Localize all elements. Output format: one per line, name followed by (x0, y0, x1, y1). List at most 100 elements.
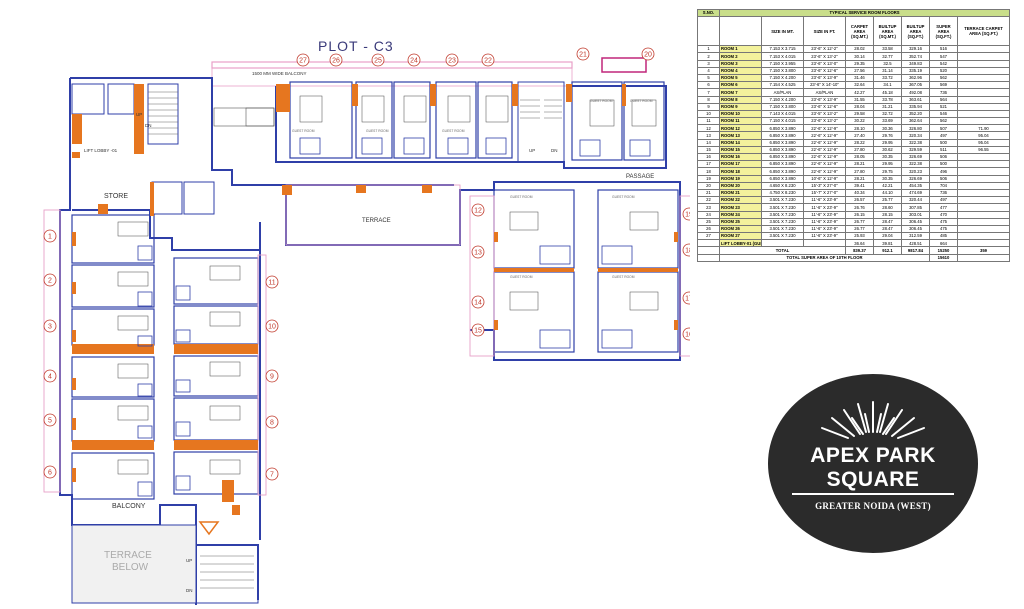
guest-room-label: GUEST ROOM (612, 195, 635, 199)
table-cell: 477 (929, 203, 958, 212)
table-cell: 736 (929, 188, 958, 198)
table-cell: 562 (929, 117, 958, 126)
table-cell: 26.15 (845, 210, 874, 219)
table-cell: 8 (697, 95, 720, 104)
sno-header: S.NO. (697, 8, 720, 18)
table-cell: ROOM 20 (719, 181, 762, 190)
table-cell: 44.10 (873, 188, 902, 198)
table-cell (957, 224, 1010, 234)
table-cell: ROOM 9 (719, 102, 762, 111)
table-cell: 25.93 (845, 232, 874, 241)
table-cell: 11'-6" X 23'-9" (803, 232, 846, 241)
table-cell (957, 181, 1010, 190)
guest-room-label: GUEST ROOM (612, 275, 635, 279)
room-num-24: 24 (410, 58, 418, 65)
table-cell: ROOM 21 (719, 188, 762, 198)
table-cell: 27.56 (845, 66, 874, 75)
table-cell: 2 (697, 52, 720, 61)
table-cell: 28.47 (873, 224, 902, 234)
table-cell: 28.21 (845, 160, 874, 169)
table-cell: 454.35 (901, 181, 930, 190)
table-cell: 546 (929, 109, 958, 119)
table-cell: 33.78 (873, 95, 902, 104)
table-cell: 511 (929, 145, 958, 155)
table-cell: 29.95 (873, 138, 902, 147)
table-cell: 496 (929, 167, 958, 176)
floor-plan: 27 26 25 24 23 22 21 20 1 2 3 4 5 6 11 1… (43, 47, 690, 605)
table-header-cell (697, 16, 720, 47)
table-cell: ROOM 24 (719, 210, 762, 219)
room-num-19: 19 (685, 212, 690, 219)
table-cell: 32.77 (873, 52, 902, 61)
sunburst-icon (821, 401, 925, 439)
table-cell: 16 (697, 152, 720, 162)
table-cell: 95.04 (957, 138, 1010, 147)
table-cell: 30.36 (873, 124, 902, 133)
room-num-16: 16 (685, 332, 690, 339)
room-num-7: 7 (270, 472, 274, 479)
room-num-3: 3 (48, 324, 52, 331)
table-cell: 28.21 (845, 174, 874, 183)
table-cell: 521 (929, 102, 958, 111)
table-cell: 31.46 (845, 73, 874, 83)
total-cell: 15250 (929, 246, 958, 255)
table-cell: 326.69 (901, 174, 930, 183)
table-header-cell: CARPET AREA (SQ.MT.) (845, 16, 874, 47)
table-cell: ROOM 13 (719, 131, 762, 140)
table-header-cell (719, 16, 762, 47)
table-cell: ROOM 12 (719, 124, 762, 133)
table-cell: 497 (929, 196, 958, 205)
room-number-text: 27 26 25 24 23 22 21 20 1 2 3 4 5 6 11 1… (48, 52, 690, 479)
left-rooms-grid (71, 214, 259, 500)
table-cell: 3.501 X 7.230 (761, 232, 804, 241)
table-cell: 7.153 X 4.015 (761, 52, 804, 61)
table-cell: 7.150 X 3.955 (761, 59, 804, 68)
table-cell: 26.77 (845, 224, 874, 234)
table-cell: 500 (929, 160, 958, 169)
room-num-13: 13 (474, 250, 482, 257)
table-cell: ROOM 19 (719, 174, 762, 183)
table-cell: 362.64 (901, 117, 930, 126)
table-cell: 29.95 (873, 160, 902, 169)
room-num-26: 26 (332, 58, 340, 65)
table-cell: LIFT LOBBY-01 (GUEST ROOMS) (719, 239, 762, 248)
table-cell: 28.04 (845, 102, 874, 111)
table-cell: ROOM 8 (719, 95, 762, 104)
table-cell: 22 (697, 196, 720, 205)
table-cell (957, 102, 1010, 111)
table-cell: ROOM 7 (719, 88, 762, 97)
table-cell: 306.45 (901, 224, 930, 234)
table-cell: 32.64 (845, 81, 874, 90)
table-cell: 4 (697, 66, 720, 75)
table-cell: 30.22 (845, 117, 874, 126)
table-cell: 3.501 X 7.230 (761, 203, 804, 212)
table-cell: 506 (929, 174, 958, 183)
table-cell: 32.5 (873, 59, 902, 68)
table-cell: 320.23 (901, 167, 930, 176)
room-num-27: 27 (299, 58, 307, 65)
table-cell: 39.41 (845, 181, 874, 190)
table-cell (957, 217, 1010, 226)
table-cell: 352.74 (901, 52, 930, 61)
table-cell: 492.08 (901, 88, 930, 97)
table-cell (957, 66, 1010, 75)
internal-partitions (117, 95, 659, 475)
table-cell: 542 (929, 59, 958, 68)
table-cell: 31.55 (845, 95, 874, 104)
dn-label-3: DN (186, 588, 193, 593)
table-cell: ROOM 3 (719, 59, 762, 68)
table-cell: 367.05 (901, 81, 930, 90)
table-cell: 96.55 (957, 145, 1010, 155)
super-total-value: 15610 (929, 253, 958, 262)
table-cell (957, 188, 1010, 198)
